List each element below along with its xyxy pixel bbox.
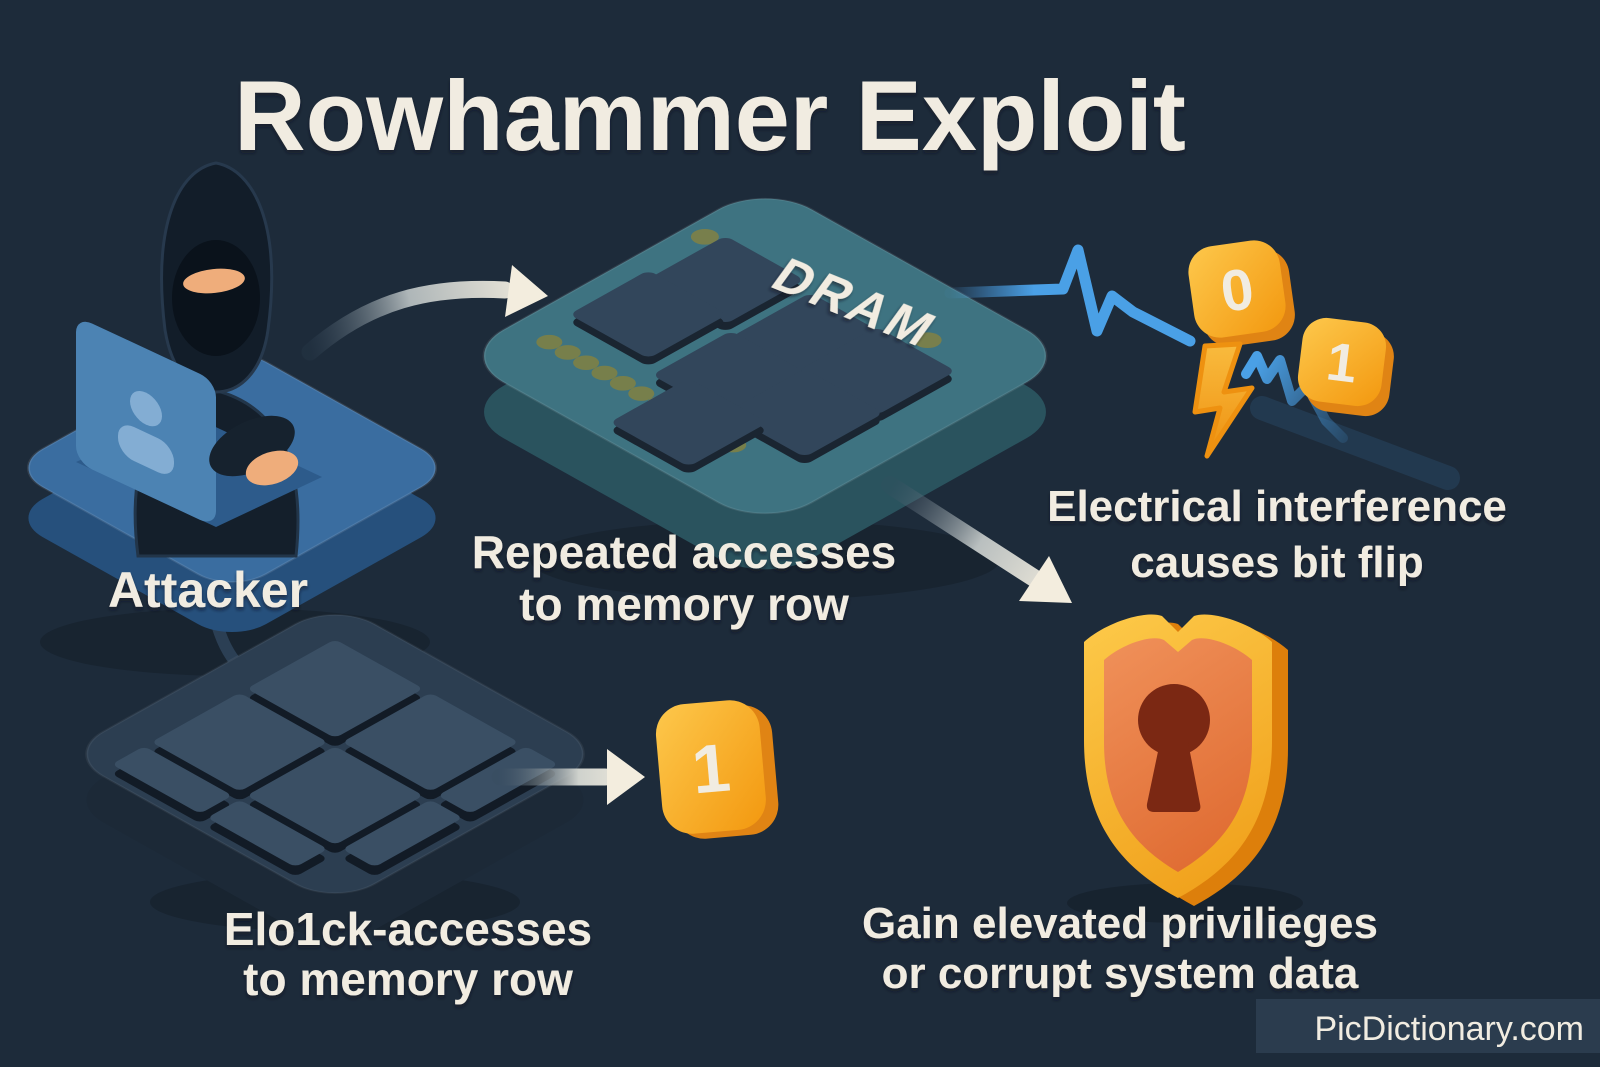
watermark: PicDictionary.com [1256,999,1600,1053]
bit-0-block: 0 [1188,240,1295,347]
face-skin [183,268,245,294]
watermark-text: PicDictionary.com [1314,1010,1584,1048]
diagonal-arrow-icon [881,476,1072,603]
outcome-caption-line2: or corrupt system data [882,949,1359,998]
shield-shadow [1067,883,1303,923]
attacker-label: Attacker [108,562,308,618]
page-title: Rowhammer Exploit [234,60,1186,171]
user-avatar-icon [130,390,162,427]
shield-lock-icon [1084,614,1288,906]
watermark-strip [1256,999,1600,1053]
bit-1-value: 1 [1323,331,1360,394]
lightning-icon [1192,341,1255,459]
hand [245,450,299,486]
attacker-figure-icon [26,161,438,632]
row-caption-line2: to memory row [243,953,573,1005]
keyhole-icon [1138,684,1210,812]
memory-chips [573,237,952,473]
row-caption-line1: Elo1ck-accesses [224,903,592,955]
bit-1-block: 1 [1297,317,1394,417]
pulse-signal-icon [944,244,1460,490]
dram-chip-icon: DRAM [482,197,1048,570]
flipped-bit-value: 1 [689,729,733,808]
flipped-bit-block: 1 [655,700,779,839]
dram-board-top [482,197,1048,515]
memory-block-top [85,614,585,894]
dram-caption-line2: to memory row [519,578,849,630]
bitflip-caption-line1: Electrical interference [1047,482,1507,531]
dram-caption-line1: Repeated accesses [472,526,897,578]
memory-row-icon [85,614,585,940]
outcome-caption-line1: Gain elevated privilieges [862,899,1378,948]
memory-cells [114,641,556,875]
laptop-icon [76,321,322,527]
bitflip-caption-line2: causes bit flip [1130,538,1423,587]
right-arrow-icon [491,749,645,805]
curved-arrow-icon [301,265,548,361]
